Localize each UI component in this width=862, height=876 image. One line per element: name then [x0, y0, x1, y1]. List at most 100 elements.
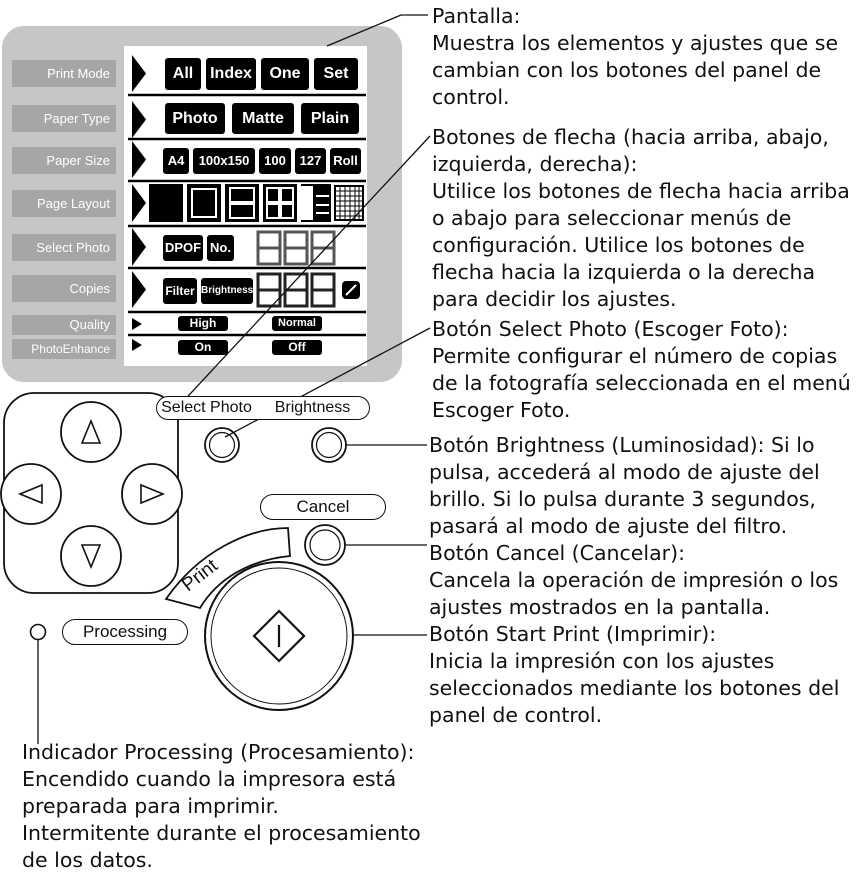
- page-layout-icons: [149, 184, 364, 222]
- paper-size-127: 127: [295, 148, 326, 174]
- right-arrow-button: [121, 463, 183, 525]
- desc-line: brillo. Si lo pulsa durante 3 segundos,: [429, 487, 816, 511]
- copies-filter: Filter: [163, 278, 197, 304]
- print-tab: [164, 527, 291, 610]
- select-photo-button: [204, 427, 240, 463]
- desc-line: Botones de flecha (hacia arriba, abajo,: [432, 125, 829, 149]
- paper-type-photo: Photo: [165, 103, 225, 134]
- desc-line: control.: [432, 85, 510, 109]
- quality-high: High: [178, 316, 228, 331]
- desc-line: para decidir los ajustes.: [432, 287, 677, 311]
- desc-line: Botón Brightness (Luminosidad): Si lo: [429, 433, 815, 457]
- leader-pantalla: [326, 14, 428, 47]
- cancel-label: Cancel: [260, 494, 386, 520]
- label-paper-type: Paper Type: [12, 105, 116, 132]
- processing-label: Processing: [62, 619, 188, 645]
- desc-line: Intermitente durante el procesamiento: [22, 821, 421, 845]
- arrow-glyphs: [17, 418, 166, 570]
- desc-brightness: Botón Brightness (Luminosidad): Si lo pu…: [429, 432, 820, 540]
- desc-line: Pantalla:: [432, 4, 521, 28]
- desc-line: Encendido cuando la impresora está: [22, 767, 397, 791]
- label-page-layout: Page Layout: [12, 190, 116, 217]
- down-arrow-button: [60, 525, 122, 587]
- seven-segment-digits: [256, 230, 336, 308]
- up-arrow-icon: [80, 418, 102, 444]
- desc-line: cambian con los botones del panel de: [432, 58, 822, 82]
- print-mode-one: One: [261, 58, 309, 90]
- desc-flecha: Botones de flecha (hacia arriba, abajo, …: [432, 124, 850, 313]
- desc-line: preparada para imprimir.: [22, 794, 279, 818]
- desc-select-photo: Botón Select Photo (Escoger Foto): Permi…: [432, 316, 851, 424]
- row-arrow: [132, 271, 146, 308]
- desc-line: de los datos.: [22, 848, 153, 872]
- brightness-button: [311, 427, 347, 463]
- copies-brightness: Brightness: [201, 278, 253, 304]
- row-arrow: [132, 228, 146, 266]
- paper-type-plain: Plain: [301, 103, 359, 134]
- lcd-separators: [128, 93, 366, 337]
- print-mode-index: Index: [206, 58, 256, 90]
- select-photo-label: Select Photo: [156, 396, 256, 420]
- desc-line: panel de control.: [429, 703, 603, 727]
- label-quality: Quality: [12, 315, 116, 335]
- label-paper-size: Paper Size: [12, 147, 116, 174]
- desc-cancel: Botón Cancel (Cancelar): Cancela la oper…: [429, 540, 838, 621]
- print-mode-all: All: [165, 58, 201, 90]
- print-mode-set: Set: [314, 58, 358, 90]
- desc-line: configuración. Utilice los botones de: [432, 233, 805, 257]
- desc-line: Botón Start Print (Imprimir):: [429, 622, 717, 646]
- enhance-off: Off: [272, 340, 322, 355]
- paper-type-matte: Matte: [232, 103, 294, 134]
- label-photoenhance: PhotoEnhance: [12, 339, 116, 359]
- cancel-button: [304, 524, 346, 566]
- desc-line: Indicador Processing (Procesamiento):: [22, 740, 415, 764]
- desc-line: flecha hacia la izquierda o la derecha: [432, 260, 816, 284]
- brightness-label: Brightness: [256, 396, 370, 420]
- desc-start: Botón Start Print (Imprimir): Inicia la …: [429, 621, 839, 729]
- arrow-buttons: [0, 401, 183, 587]
- desc-line: de la fotografía seleccionada en el menú: [432, 371, 851, 395]
- select-photo-no: No.: [207, 235, 234, 261]
- left-arrow-button: [0, 463, 62, 525]
- paper-size-roll: Roll: [330, 148, 361, 174]
- desc-line: pasará al modo de ajuste del filtro.: [429, 514, 788, 538]
- desc-line: Botón Cancel (Cancelar):: [429, 541, 685, 565]
- leader-flecha: [176, 135, 431, 409]
- down-arrow-icon: [80, 544, 102, 570]
- desc-line: seleccionados mediante los botones del: [429, 676, 840, 700]
- desc-line: izquierda, derecha):: [432, 152, 638, 176]
- row-arrow: [132, 141, 146, 178]
- left-arrow-icon: [17, 483, 43, 505]
- row-arrow: [132, 101, 146, 138]
- desc-line: Utilice los botones de flecha hacia arri…: [432, 179, 850, 203]
- paper-size-100: 100: [259, 148, 291, 174]
- up-arrow-button: [60, 401, 122, 463]
- select-photo-dpof: DPOF: [163, 235, 203, 261]
- desc-line: Escoger Foto.: [432, 398, 571, 422]
- desc-line: Inicia la impresión con los ajustes: [429, 649, 775, 673]
- desc-processing: Indicador Processing (Procesamiento): En…: [22, 739, 421, 874]
- enhance-on: On: [178, 340, 228, 355]
- desc-line: o abajo para seleccionar menús de: [432, 206, 792, 230]
- desc-line: ajustes mostrados en la pantalla.: [429, 595, 771, 619]
- right-arrow-icon: [140, 483, 166, 505]
- desc-line: Cancela la operación de impresión o los: [429, 568, 839, 592]
- quality-normal: Normal: [272, 316, 322, 331]
- row-arrow: [132, 184, 146, 222]
- label-print-mode: Print Mode: [12, 60, 116, 87]
- paper-size-a4: A4: [163, 148, 189, 174]
- copies-symbol-icon: [342, 281, 360, 299]
- row-arrow: [132, 55, 146, 92]
- desc-line: Permite configurar el número de copias: [432, 344, 838, 368]
- start-print-icon: [252, 609, 306, 663]
- row-arrow: [132, 339, 142, 351]
- processing-indicator-light: [29, 623, 47, 641]
- row-arrow: [132, 318, 142, 330]
- label-select-photo: Select Photo: [12, 234, 116, 261]
- desc-pantalla: Pantalla: Muestra los elementos y ajuste…: [432, 3, 838, 111]
- desc-line: Muestra los elementos y ajustes que se: [432, 31, 839, 55]
- desc-line: Botón Select Photo (Escoger Foto):: [432, 317, 789, 341]
- paper-size-100x150: 100x150: [193, 148, 255, 174]
- lcd-row-arrows: [132, 55, 146, 351]
- label-copies: Copies: [12, 275, 116, 302]
